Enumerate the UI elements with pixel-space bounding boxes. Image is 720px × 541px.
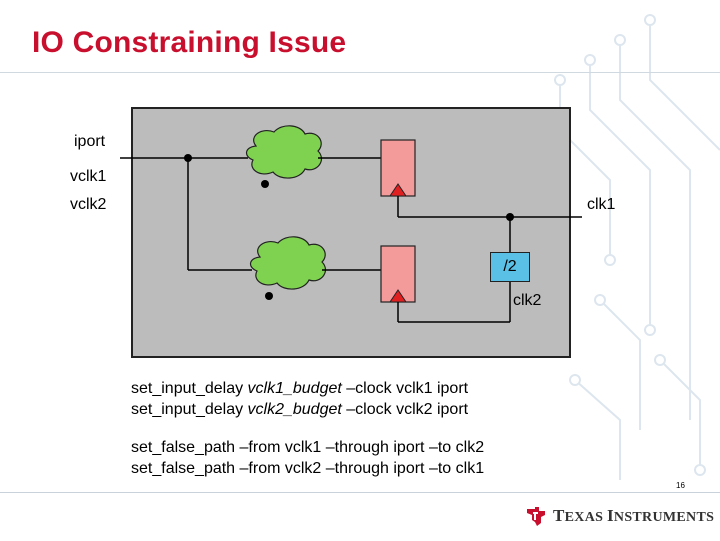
cloud-input-dot-upper (261, 180, 269, 188)
iport-junction-dot (184, 154, 192, 162)
constraint-line-2: set_input_delay vclk2_budget –clock vclk… (131, 399, 484, 420)
texas-instruments-wordmark: TEXAS INSTRUMENTS (553, 506, 715, 525)
texas-instruments-logo-icon (527, 507, 545, 526)
footer-bar (0, 492, 720, 541)
page-number: 16 (676, 481, 685, 490)
constraint-2-suffix: –clock vclk2 iport (341, 401, 469, 418)
texas-instruments-logo: TEXAS INSTRUMENTS (525, 505, 714, 527)
combinational-cloud-upper (246, 125, 323, 179)
slide-title: IO Constraining Issue (32, 26, 347, 59)
constraint-1-prefix: set_input_delay (131, 380, 248, 397)
clock-divider-label: /2 (503, 258, 517, 275)
constraint-2-budget: vclk2_budget (247, 401, 342, 418)
label-iport: iport (74, 133, 106, 150)
title-divider (0, 72, 720, 73)
label-clk2: clk2 (513, 292, 542, 309)
constraint-line-3: set_false_path –from vclk1 –through ipor… (131, 439, 485, 456)
constraint-1-suffix: –clock vclk1 iport (341, 380, 469, 397)
label-vclk1: vclk1 (70, 168, 107, 185)
constraint-line-4: set_false_path –from vclk2 –through ipor… (131, 460, 485, 477)
label-vclk2: vclk2 (70, 196, 107, 213)
clock-divider-box: /2 (490, 252, 530, 282)
combinational-cloud-lower (250, 236, 327, 290)
diagram-box (131, 107, 571, 358)
clk1-junction-dot (506, 213, 514, 221)
constraints-text: set_input_delay vclk1_budget –clock vclk… (131, 378, 484, 479)
constraint-line-1: set_input_delay vclk1_budget –clock vclk… (131, 378, 484, 399)
cloud-input-dot-lower (265, 292, 273, 300)
constraint-2-prefix: set_input_delay (131, 401, 248, 418)
constraint-1-budget: vclk1_budget (247, 380, 342, 397)
label-clk1: clk1 (587, 196, 616, 213)
